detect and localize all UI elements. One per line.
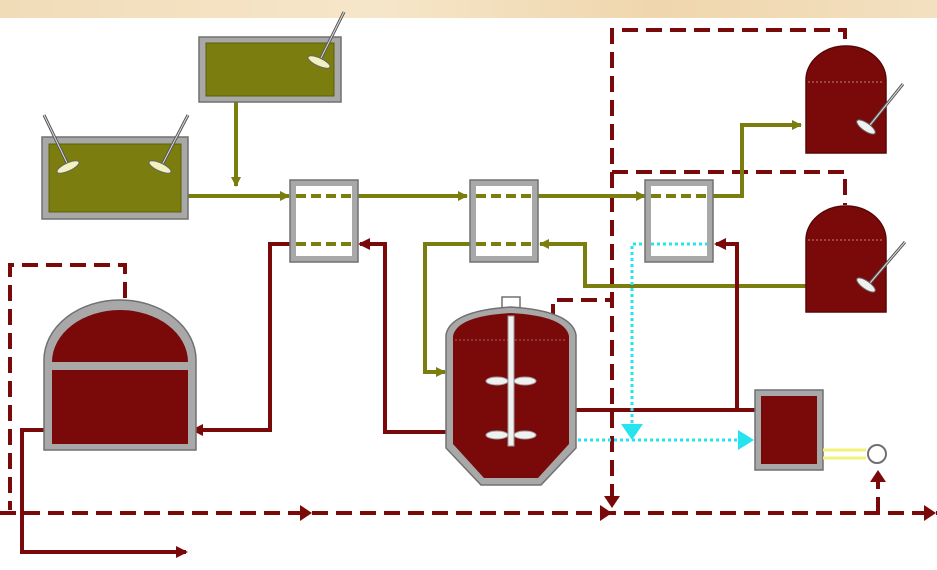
agitator-icon bbox=[856, 241, 907, 293]
cyan-arrow-down bbox=[621, 424, 643, 440]
exchanger-3-return-line bbox=[714, 238, 739, 410]
vessel-lower-right bbox=[805, 205, 907, 313]
top-banner bbox=[0, 0, 937, 18]
top-return-arrow bbox=[604, 496, 620, 508]
maroon-flow-lines bbox=[20, 238, 757, 558]
heat-exchanger-3 bbox=[644, 179, 714, 263]
reactor-to-exchanger-line bbox=[358, 238, 452, 434]
left-loop-line bbox=[8, 263, 127, 510]
pump-icon bbox=[867, 444, 887, 464]
olive-tank-lower bbox=[41, 114, 190, 220]
agitator-icon bbox=[485, 315, 537, 447]
pump-connection bbox=[823, 448, 866, 460]
header-arrow-1 bbox=[300, 505, 312, 521]
agitator-icon bbox=[148, 114, 190, 174]
cyan-signal-lines bbox=[566, 242, 744, 442]
storage-outlet-line bbox=[20, 428, 188, 558]
recycle-line-to-reactor bbox=[423, 242, 470, 377]
pump-feedback-arrow bbox=[870, 470, 886, 482]
olive-tank-upper bbox=[198, 11, 346, 103]
header-arrow-3 bbox=[924, 505, 936, 521]
storage-tank-left bbox=[43, 299, 197, 451]
agitator-icon bbox=[307, 11, 346, 69]
return-to-storage-line bbox=[191, 242, 290, 436]
cyan-arrow-right bbox=[738, 430, 754, 450]
top-return-line bbox=[610, 28, 847, 500]
cyan-line-down bbox=[630, 242, 648, 430]
header-arrow-2 bbox=[600, 505, 612, 521]
olive-flow-lines bbox=[188, 102, 806, 377]
vessel-upper-right bbox=[805, 45, 905, 154]
reactor-vent-line bbox=[551, 298, 612, 320]
agitator-icon bbox=[856, 83, 905, 135]
return-line-lower-vessel bbox=[539, 239, 806, 288]
heat-exchanger-1 bbox=[289, 179, 359, 263]
reactor-vessel bbox=[445, 296, 577, 486]
heat-exchanger-2 bbox=[469, 179, 539, 263]
control-box bbox=[754, 389, 824, 471]
feed-line-to-upper-vessel bbox=[713, 120, 802, 198]
mid-return-line bbox=[612, 170, 847, 205]
agitator-icon bbox=[42, 114, 80, 174]
